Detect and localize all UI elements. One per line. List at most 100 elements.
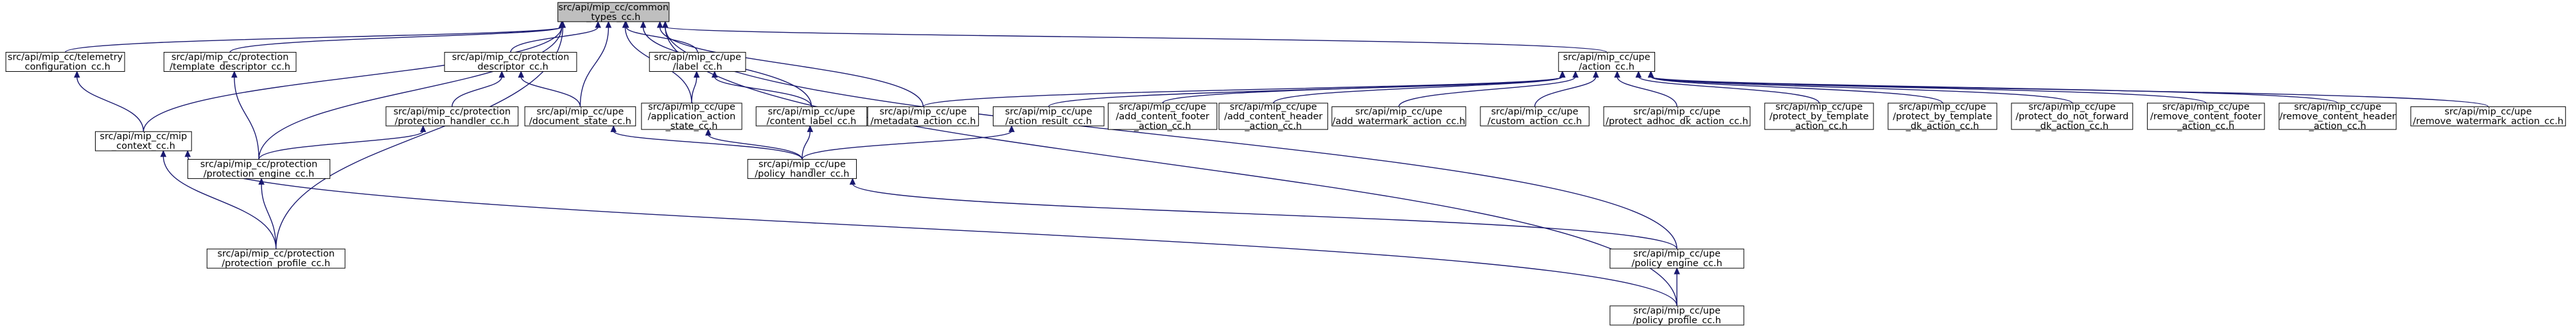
node-policy-engine[interactable]: src/api/mip_cc/upe/policy_engine_cc.h (1609, 248, 1744, 269)
node-label-line: _dk_action_cc.h (2035, 121, 2109, 131)
node-box (444, 52, 577, 72)
edge-arrowhead (1008, 125, 1015, 132)
edge-metadata_action-to-common (659, 26, 924, 107)
edge-policy_engine-to-policy_handler (852, 183, 1678, 249)
node-label-line: _context_cc.h (111, 141, 175, 151)
node-box (557, 2, 670, 22)
node-content-label[interactable]: src/api/mip_cc/upe/content_label_cc.h (755, 106, 868, 126)
edge-arrowhead (662, 21, 669, 28)
node-box (1558, 52, 1656, 72)
edge-prot_engine-to-prot_handler (258, 130, 424, 160)
node-telemetry[interactable]: src/api/mip_cc/telemetry_configuration_c… (5, 52, 125, 72)
node-box (524, 106, 636, 126)
node-label-line: /document_state_cc.h (529, 116, 631, 126)
node-box (1480, 106, 1590, 126)
node-label-line: /protect_by_template (1893, 112, 1992, 122)
node-box (1331, 106, 1466, 126)
node-label-line: src/api/mip_cc/upe (648, 102, 735, 112)
node-label-line: src/api/mip_cc/upe (2444, 106, 2532, 117)
edge-arrowhead (656, 21, 663, 28)
node-box (2147, 103, 2265, 130)
edge-arrowhead (1559, 71, 1566, 78)
node-box (5, 52, 125, 72)
node-doc-state[interactable]: src/api/mip_cc/upe/document_state_cc.h (524, 106, 636, 126)
node-prot-desc[interactable]: src/api/mip_cc/protection_descriptor_cc.… (444, 52, 577, 72)
node-add-footer[interactable]: src/api/mip_cc/upe/add_content_footer_ac… (1108, 102, 1218, 131)
node-label-line: /application_action (648, 112, 736, 122)
node-label-line: src/api/mip_cc/upe (1633, 106, 1721, 117)
node-label-line: /policy_profile_cc.h (1633, 316, 1721, 326)
edge-app_action_state-to-upe_label (691, 76, 697, 103)
edge-arrowhead (1572, 71, 1579, 78)
node-policy-profile[interactable]: src/api/mip_cc/upe/policy_profile_cc.h (1609, 305, 1744, 326)
node-label-line: /label_cc.h (673, 62, 723, 72)
node-box (1218, 103, 1328, 130)
node-label-line: /template_descriptor_cc.h (170, 62, 290, 72)
node-add-header[interactable]: src/api/mip_cc/upe/add_content_header_ac… (1218, 102, 1328, 131)
edge-arrowhead (231, 71, 238, 78)
node-label-line: _action_cc.h (2177, 121, 2234, 131)
node-remove-watermark[interactable]: src/api/mip_cc/upe/remove_watermark_acti… (2410, 106, 2566, 126)
edge-policy_handler-to-app_action_state (708, 134, 803, 160)
edge-arrowhead (1674, 267, 1680, 274)
node-upe-label[interactable]: src/api/mip_cc/upe/label_cc.h (649, 52, 746, 72)
node-prot-profile[interactable]: src/api/mip_cc/protection/protection_pro… (206, 248, 346, 269)
edge-protect_dnf-to-action (1650, 76, 2073, 104)
node-remove-header[interactable]: src/api/mip_cc/upe/remove_content_header… (2279, 102, 2397, 131)
node-label-line: /policy_handler_cc.h (755, 169, 849, 179)
node-prot-engine[interactable]: src/api/mip_cc/protection/protection_eng… (187, 158, 331, 179)
node-label-line: _action_cc.h (1134, 121, 1191, 131)
node-label-line: src/api/mip_cc/upe (1355, 106, 1442, 117)
edge-policy_profile-to-mip_context (187, 156, 1678, 306)
node-label-line: /protect_adhoc_dk_action_cc.h (1606, 116, 1748, 126)
node-action[interactable]: src/api/mip_cc/upe/action_cc.h (1558, 52, 1656, 72)
node-box (1764, 103, 1874, 130)
node-label-line: _action_cc.h (1790, 121, 1848, 131)
node-app-action-state[interactable]: src/api/mip_cc/upe/application_action_st… (641, 102, 742, 131)
node-label-line: /custom_action_cc.h (1487, 116, 1582, 126)
node-label-line: src/api/mip_cc/upe (2162, 102, 2250, 112)
node-protect-template-dk[interactable]: src/api/mip_cc/upe/protect_by_template_d… (1888, 102, 1997, 131)
node-label-line: src/api/mip_cc/protection (200, 159, 318, 169)
node-box (992, 106, 1105, 126)
node-common[interactable]: src/api/mip_cc/common_types_cc.h (557, 2, 670, 22)
node-protect-template[interactable]: src/api/mip_cc/upe/protect_by_template_a… (1764, 102, 1874, 131)
node-box (2410, 106, 2566, 126)
node-label-line: src/api/mip_cc/upe (537, 106, 624, 117)
edge-prot_engine-to-template_desc (234, 76, 259, 160)
node-label-line: src/api/mip_cc/upe (654, 52, 741, 62)
node-protect-adhoc[interactable]: src/api/mip_cc/upe/protect_adhoc_dk_acti… (1603, 106, 1751, 126)
edge-arrowhead (419, 125, 426, 132)
node-policy-handler[interactable]: src/api/mip_cc/upe/policy_handler_cc.h (747, 158, 857, 179)
edge-mip_context-to-common (143, 26, 563, 132)
node-box (187, 158, 331, 179)
node-action-result[interactable]: src/api/mip_cc/upe/action_result_cc.h (992, 106, 1105, 126)
edge-upe_label-to-common (626, 26, 698, 53)
node-box (2011, 103, 2134, 130)
node-label-line: src/api/mip_cc/upe (1899, 102, 1986, 112)
node-prot-handler[interactable]: src/api/mip_cc/protection/protection_han… (385, 106, 519, 126)
node-label-line: src/api/mip_cc/upe (768, 106, 855, 117)
node-label-line: /protection_engine_cc.h (204, 169, 315, 179)
edge-arrowhead (610, 125, 617, 132)
node-label-line: /action_cc.h (1579, 62, 1634, 72)
node-metadata-action[interactable]: src/api/mip_cc/upe/metadata_action_cc.h (867, 106, 979, 126)
node-mip-context[interactable]: src/api/mip_cc/mip_context_cc.h (94, 131, 192, 151)
node-label-line: /action_result_cc.h (1005, 116, 1092, 126)
node-box (747, 158, 857, 179)
node-template-desc[interactable]: src/api/mip_cc/protection/template_descr… (163, 52, 297, 72)
node-custom-action[interactable]: src/api/mip_cc/upe/custom_action_cc.h (1480, 106, 1590, 126)
node-label-line: /remove_content_footer (2150, 112, 2261, 122)
edge-arrowhead (605, 21, 612, 28)
node-label-line: src/api/mip_cc/upe (1005, 106, 1092, 117)
edge-arrowhead (1647, 71, 1654, 78)
node-label-line: _dk_action_cc.h (1906, 121, 1979, 131)
node-remove-footer[interactable]: src/api/mip_cc/upe/remove_content_footer… (2147, 102, 2265, 131)
edge-arrowhead (1614, 71, 1620, 78)
node-protect-dnf[interactable]: src/api/mip_cc/upe/protect_do_not_forwar… (2011, 102, 2134, 131)
node-box (1609, 305, 1744, 326)
edge-arrowhead (1593, 71, 1599, 78)
edge-prot_desc-to-common (510, 26, 599, 53)
node-label-line: src/api/mip_cc/upe (1230, 102, 1317, 112)
node-add-watermark[interactable]: src/api/mip_cc/upe/add_watermark_action_… (1331, 106, 1466, 126)
